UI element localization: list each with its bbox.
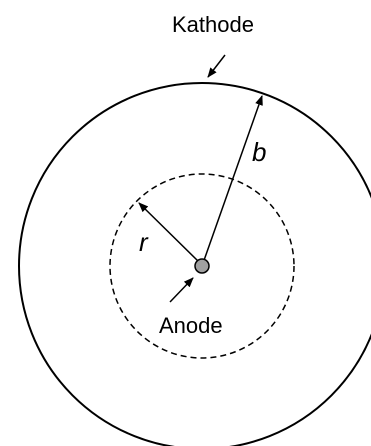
radius-r-dashed-circle xyxy=(109,173,295,359)
anode-dot xyxy=(194,258,210,274)
cathode-pointer-arrow xyxy=(207,54,226,78)
anode-pointer-arrow xyxy=(169,277,194,303)
outer-radius-label: b xyxy=(252,137,266,167)
inner-radius-label: r xyxy=(139,227,149,257)
radius-r-arrow xyxy=(138,202,200,263)
cathode-circle xyxy=(18,82,371,446)
anode-label: Anode xyxy=(159,313,223,338)
cathode-label: Kathode xyxy=(172,12,254,37)
radius-b-arrow xyxy=(201,95,263,267)
